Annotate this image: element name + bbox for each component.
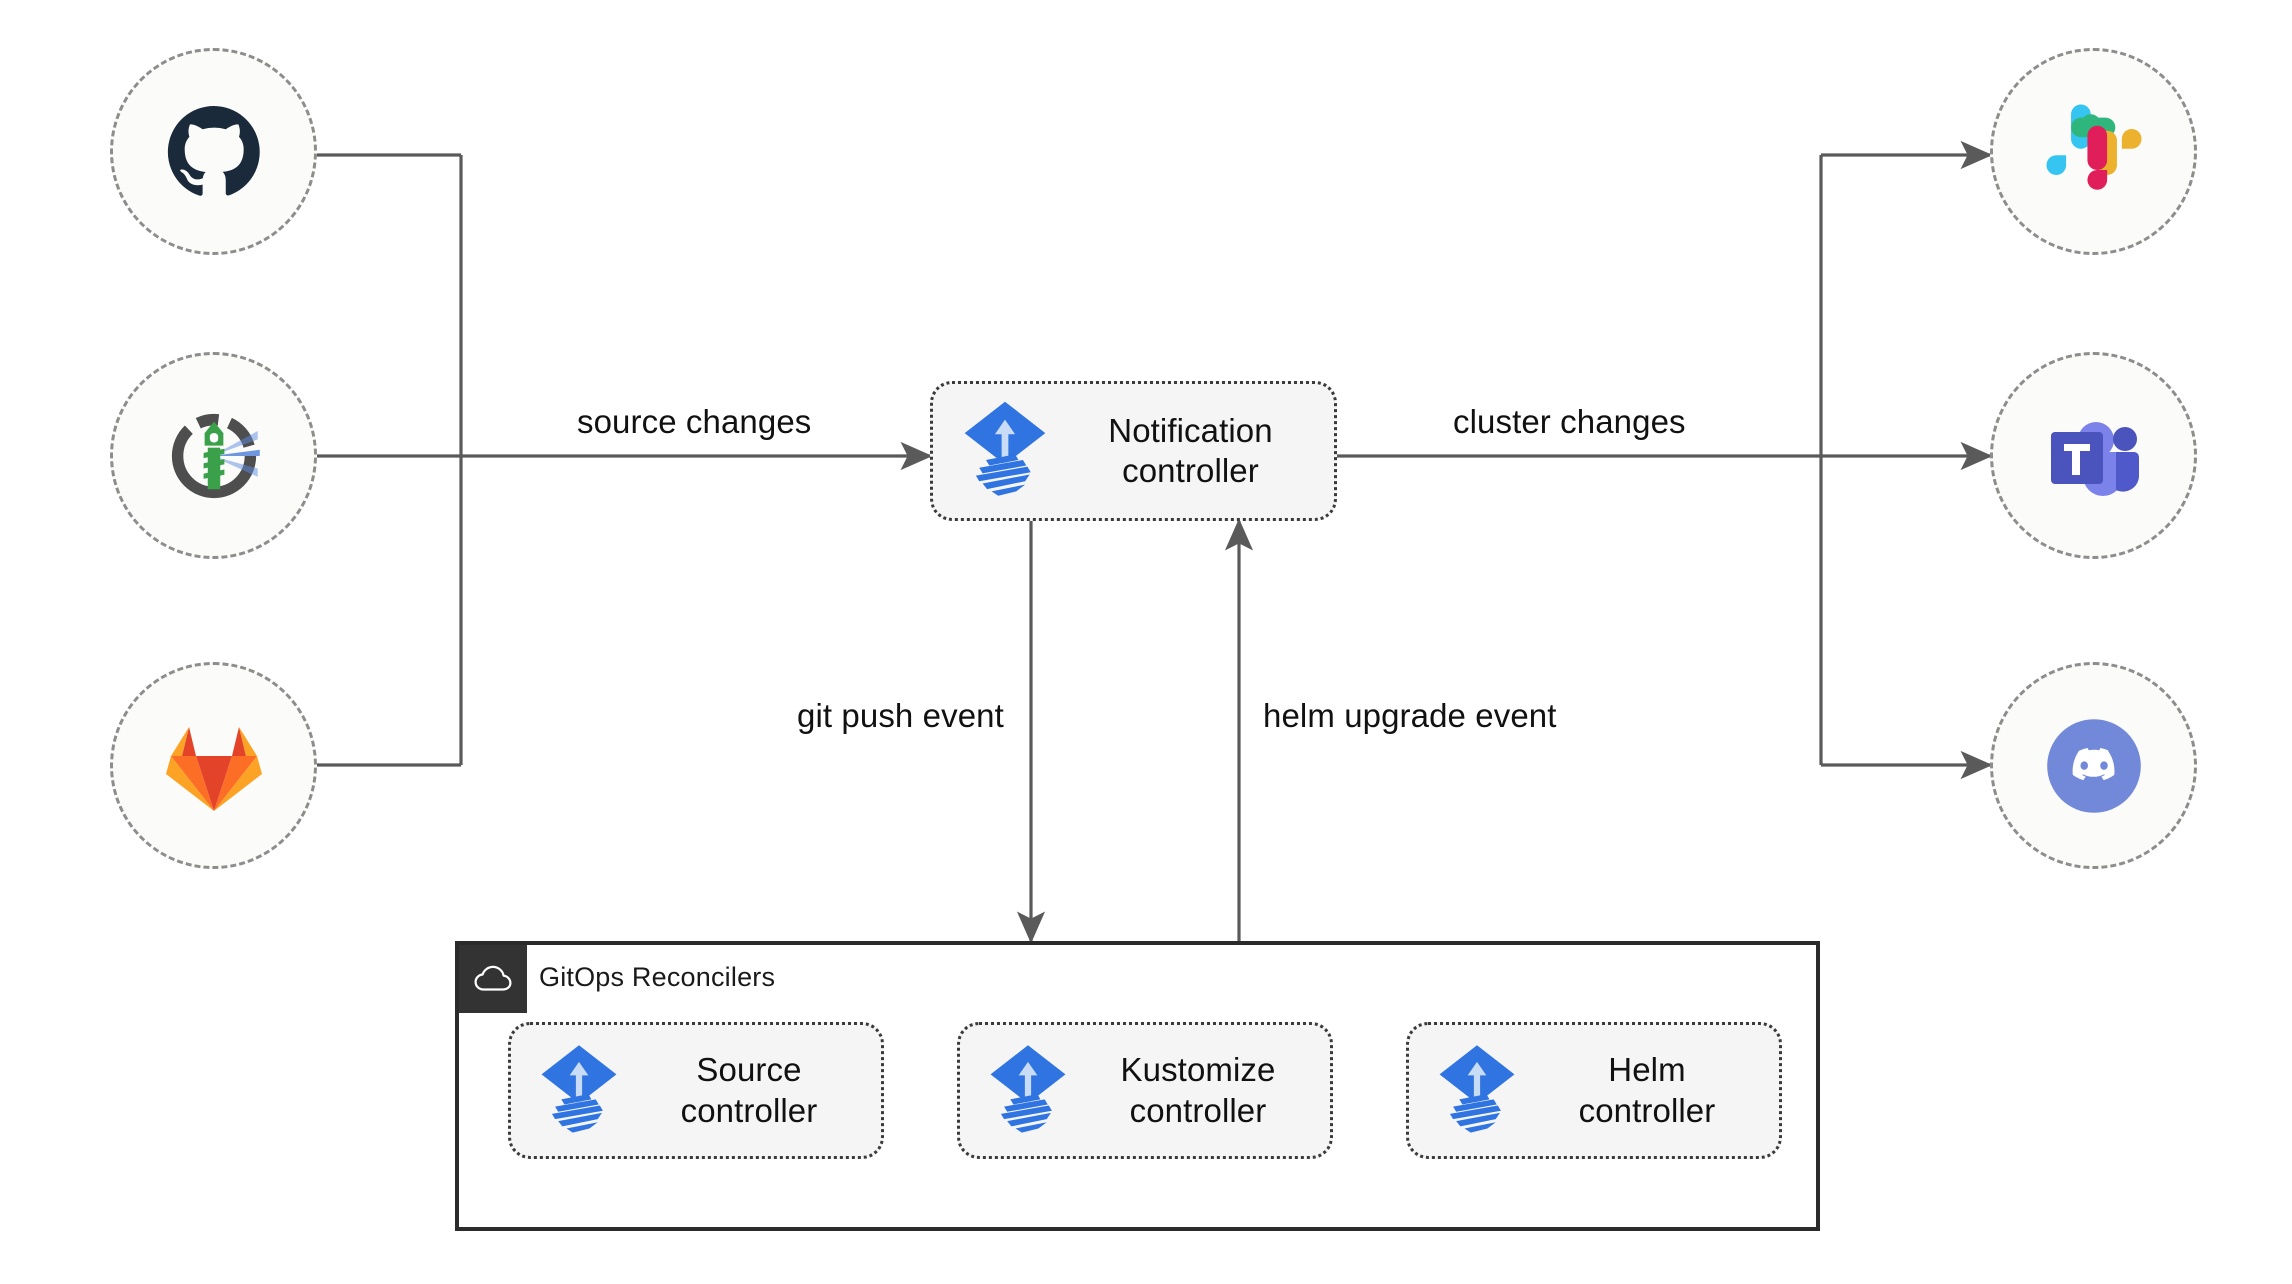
flux-lighthouse-icon bbox=[171, 413, 260, 498]
cloud-icon bbox=[474, 965, 512, 991]
github-icon bbox=[167, 105, 260, 196]
reconcilers-header-badge bbox=[459, 945, 527, 1013]
notification-controller-label: Notification controller bbox=[1108, 411, 1273, 489]
source-controller-label: Source controller bbox=[680, 1051, 818, 1129]
kustomize-controller-box[interactable]: Kustomize controller bbox=[957, 1022, 1333, 1159]
flux-logo-icon bbox=[964, 401, 1046, 496]
edge-label-source-changes: source changes bbox=[577, 403, 812, 440]
discord-icon bbox=[2046, 718, 2141, 813]
slack-icon bbox=[2045, 103, 2142, 190]
target-node-discord[interactable] bbox=[1990, 662, 2197, 869]
helm-controller-label: Helm controller bbox=[1578, 1051, 1716, 1129]
ms-teams-icon bbox=[2050, 421, 2139, 496]
notification-controller-box[interactable]: Notification controller bbox=[930, 381, 1337, 521]
source-controller-box[interactable]: Source controller bbox=[508, 1022, 884, 1159]
edge-label-git-push-event: git push event bbox=[797, 697, 1004, 734]
source-node-gitlab[interactable] bbox=[110, 662, 317, 869]
helm-controller-box[interactable]: Helm controller bbox=[1406, 1022, 1782, 1159]
source-node-flux[interactable] bbox=[110, 352, 317, 559]
reconcilers-title: GitOps Reconcilers bbox=[539, 962, 776, 992]
flux-logo-icon bbox=[1439, 1044, 1515, 1133]
target-node-teams[interactable] bbox=[1990, 352, 2197, 559]
flux-logo-icon bbox=[990, 1044, 1066, 1133]
edge-label-cluster-changes: cluster changes bbox=[1453, 403, 1686, 440]
edge-label-helm-upgrade-event: helm upgrade event bbox=[1263, 697, 1557, 734]
source-node-github[interactable] bbox=[110, 48, 317, 255]
gitlab-icon bbox=[165, 726, 262, 811]
flux-logo-icon bbox=[541, 1044, 617, 1133]
kustomize-controller-label: Kustomize controller bbox=[1120, 1051, 1276, 1129]
target-node-slack[interactable] bbox=[1990, 48, 2197, 255]
